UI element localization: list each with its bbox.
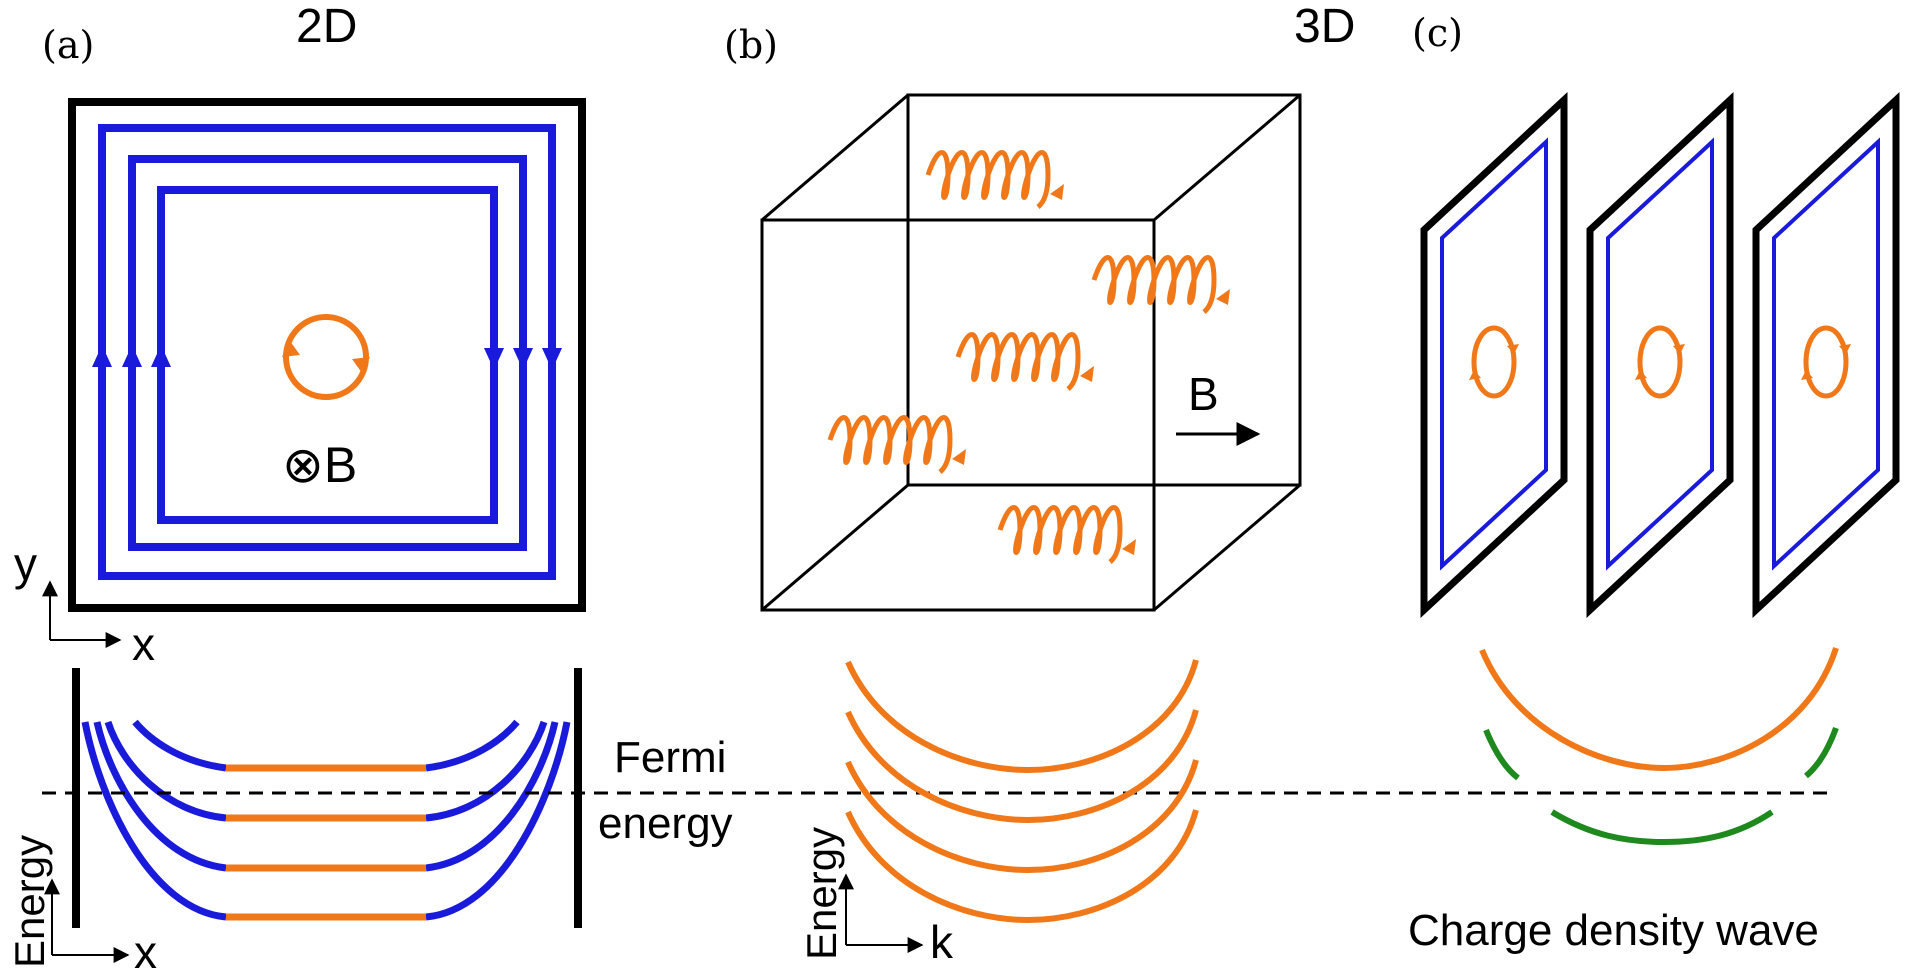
down-arrow-icon — [542, 348, 562, 370]
axes-xy — [42, 580, 122, 648]
energy-axis-x-label-a: x — [134, 926, 157, 973]
edge-loop-outer — [98, 124, 556, 580]
energy-axes-a — [44, 878, 130, 963]
fermi-label-line2: energy — [598, 799, 733, 848]
cdw-plane — [1420, 91, 1568, 619]
up-arrow-icon — [122, 345, 142, 367]
helix-icon — [955, 332, 1094, 391]
panel-b-tag: (b) — [724, 23, 778, 67]
level-curve-left — [132, 719, 227, 772]
orbit-icon — [282, 314, 370, 400]
level-curve-left — [93, 721, 227, 872]
helix-icon — [1091, 255, 1230, 314]
field-label-2d: ⊗B — [282, 437, 357, 493]
panel-a: (a) 2D ⊗B y x — [6, 0, 586, 973]
energy-axis-x-label-b: k — [930, 916, 954, 968]
panel-a-heading: 2D — [296, 0, 357, 53]
axis-x-label: x — [132, 618, 155, 670]
band-parabola — [845, 709, 1199, 824]
helix-icon — [997, 505, 1136, 564]
energy-axis-label-b: Energy — [798, 827, 845, 960]
fermi-label-line1: Fermi — [614, 733, 726, 782]
band-parabola — [845, 659, 1199, 774]
helix-icon — [827, 415, 966, 474]
landau-tubes-3d — [845, 659, 1199, 924]
panel-b: (b) 3D — [724, 0, 1355, 968]
level-curve-right — [425, 719, 520, 772]
panel-a-tag: (a) — [42, 23, 94, 67]
band-parabola — [845, 759, 1199, 874]
energy-axes-b — [838, 873, 924, 953]
orbit-icon — [1801, 325, 1851, 399]
panel-c: (c) — [1408, 11, 1900, 955]
panel-b-heading: 3D — [1294, 0, 1355, 53]
up-arrow-icon — [151, 345, 171, 367]
cdw-plane — [1586, 91, 1734, 619]
band-parabola — [845, 809, 1199, 924]
cdw-plane — [1752, 91, 1900, 619]
up-arrow-icon — [92, 345, 112, 367]
cdw-upper-band — [1479, 647, 1839, 772]
level-curve-left — [81, 721, 227, 921]
down-arrow-icon — [484, 348, 504, 370]
energy-axis-label-a: Energy — [6, 835, 53, 968]
helix-icon — [925, 150, 1064, 209]
level-curve-left — [104, 720, 227, 822]
cdw-lower-band — [1483, 726, 1839, 846]
level-curve-right — [425, 721, 559, 872]
level-curve-right — [425, 721, 571, 921]
edge-arrows-up — [92, 345, 171, 367]
field-label-3d: B — [1188, 368, 1219, 420]
cube-outline — [760, 93, 1302, 612]
orbit-icon — [1469, 325, 1519, 399]
edge-arrows-down — [484, 348, 562, 370]
down-arrow-icon — [513, 348, 533, 370]
sample-outline-2d — [68, 98, 586, 612]
orbit-icon — [1635, 325, 1685, 399]
panel-c-caption: Charge density wave — [1408, 906, 1819, 955]
level-curve-right — [425, 720, 548, 822]
helix-group — [827, 150, 1230, 564]
panel-c-tag: (c) — [1412, 11, 1463, 55]
axis-y-label: y — [14, 538, 37, 590]
landau-levels-2d — [81, 719, 571, 921]
edge-state-loops — [98, 124, 556, 580]
